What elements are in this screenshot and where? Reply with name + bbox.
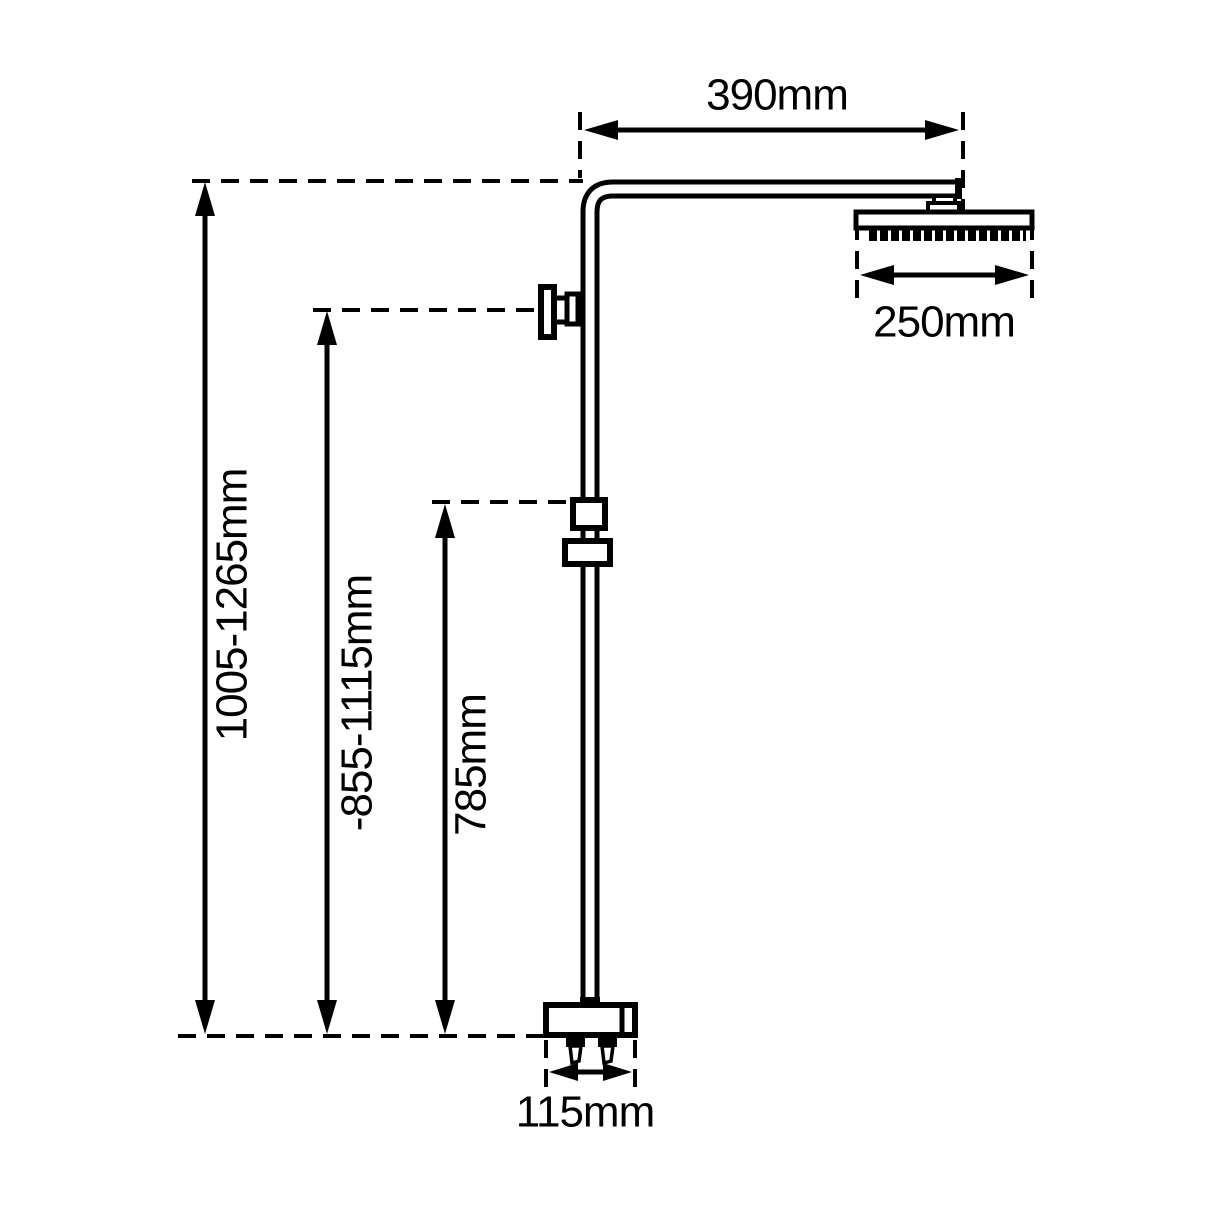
slider-lower-block — [562, 538, 613, 567]
arrowhead-bottom — [317, 1000, 337, 1034]
arrowhead-top — [317, 311, 337, 345]
diverter-height-arrow — [317, 311, 337, 1034]
overall-height-arrow — [195, 182, 215, 1034]
diverter-flange — [564, 291, 581, 327]
head-width-arrow — [860, 265, 1029, 285]
arrowhead-left — [549, 1063, 578, 1081]
arm-end-cap — [955, 178, 962, 199]
arrowhead-right — [925, 120, 959, 140]
shower-head-nozzles — [866, 228, 1026, 241]
slider-upper-block — [570, 497, 608, 531]
dim-label-rail-height: 785mm — [447, 694, 496, 836]
prong-legs — [600, 1044, 615, 1066]
shower-head — [853, 194, 1035, 241]
arrowhead-top — [195, 182, 215, 216]
arrowhead-bottom — [435, 1000, 455, 1034]
arrowhead-bottom — [195, 1000, 215, 1034]
shower-pipe-inner — [585, 184, 960, 1006]
wall-base — [543, 997, 638, 1066]
diverter-handle — [538, 284, 557, 340]
reference-lines — [178, 112, 1034, 1092]
prong-top — [566, 1035, 585, 1047]
mounting-prong-right — [598, 1035, 617, 1066]
arrowhead-left — [860, 265, 894, 285]
dimension-arrows — [195, 120, 1029, 1081]
arm-reach-arrow — [584, 120, 959, 140]
dim-label-arm-reach: 390mm — [706, 71, 848, 120]
base-neck — [580, 997, 600, 1006]
shower-head-plate — [853, 209, 1035, 231]
shower-assembly — [538, 178, 1035, 1066]
arrowhead-left — [584, 120, 618, 140]
prong-legs — [568, 1044, 583, 1066]
diverter-knob — [538, 284, 581, 340]
arrowhead-right — [995, 265, 1029, 285]
dim-label-base-width: 115mm — [516, 1088, 654, 1137]
mounting-prong-left — [566, 1035, 585, 1066]
slider-bracket — [562, 497, 613, 567]
dim-label-diverter-height: -855-1115mm — [333, 575, 382, 831]
dim-label-head-width: 250mm — [873, 298, 1015, 347]
arrowhead-top — [435, 504, 455, 538]
dimension-labels: 390mm 250mm 1005-1265mm -855-1115mm 785m… — [208, 71, 1016, 1137]
prong-top — [598, 1035, 617, 1047]
dim-label-overall-height: 1005-1265mm — [208, 469, 257, 742]
rail-height-arrow — [435, 504, 455, 1034]
base-width-arrow — [549, 1063, 632, 1081]
arrowhead-right — [603, 1063, 632, 1081]
